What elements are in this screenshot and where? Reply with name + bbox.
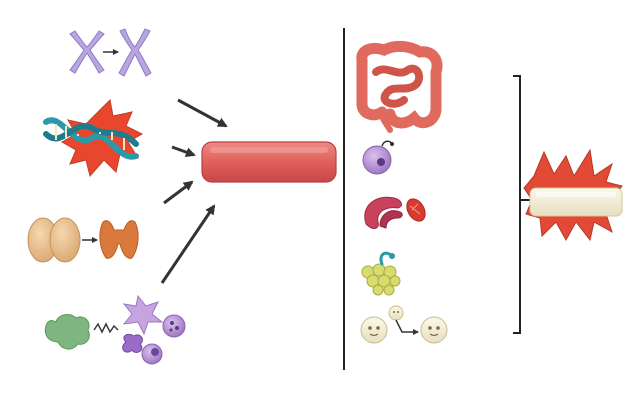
cell-division — [360, 305, 448, 344]
center-node — [201, 141, 337, 183]
granule-cluster — [361, 251, 401, 296]
organ-icon — [27, 217, 81, 263]
purple-cell-icon — [362, 140, 394, 175]
immune-cell-icon — [122, 333, 143, 353]
mitochondria-icon — [364, 196, 426, 229]
intestine — [356, 40, 443, 133]
arrow — [171, 145, 196, 157]
green-protein-icon — [44, 314, 90, 350]
chromosome-change — [69, 28, 152, 77]
immune-cell-icon — [162, 314, 186, 338]
cell-division-icon — [360, 305, 448, 344]
right-bracket — [513, 75, 521, 334]
immune-cells — [44, 294, 186, 365]
chromosome-icon — [118, 28, 152, 77]
chromosome-icon — [69, 30, 105, 74]
dna-damage — [43, 98, 144, 178]
organ-icon — [99, 220, 139, 259]
intestine-icon — [356, 40, 443, 133]
input-arrows — [160, 98, 228, 284]
result-node — [523, 148, 623, 242]
immune-cell-icon — [122, 294, 164, 336]
cell — [362, 140, 394, 175]
organ-change — [27, 217, 139, 263]
arrow — [177, 98, 228, 128]
immune-cell-icon — [141, 343, 163, 365]
dna-helix-icon — [43, 117, 139, 160]
granule-cluster-icon — [361, 263, 401, 296]
arrow — [160, 204, 216, 284]
squiggle-icon — [93, 322, 119, 334]
arrow — [163, 180, 194, 205]
mitochondria — [364, 196, 426, 229]
